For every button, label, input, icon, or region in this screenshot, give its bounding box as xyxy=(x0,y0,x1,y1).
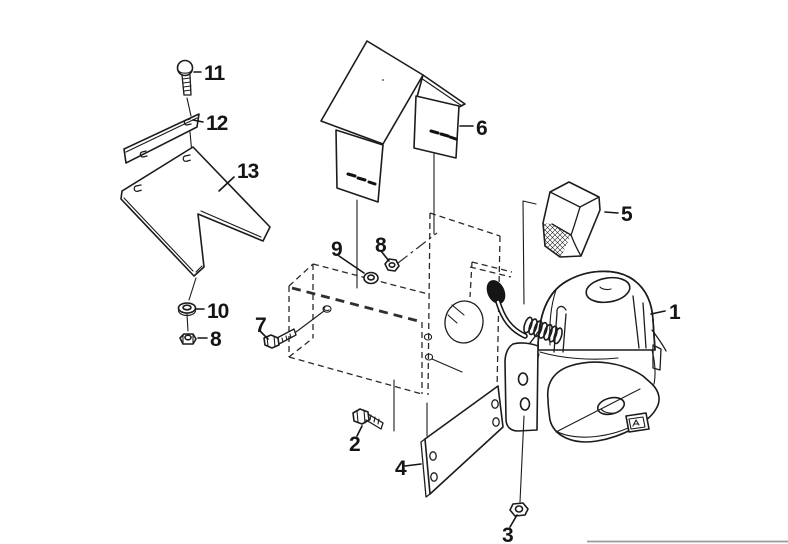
callout-leader-part-4 xyxy=(404,463,422,467)
nut-3-drawing xyxy=(509,415,529,517)
phantom-crossmember-drawing xyxy=(288,212,513,396)
washer-10-drawing xyxy=(177,302,197,332)
bracket-alignment-leaders xyxy=(356,153,435,289)
callout-part-8b: 8 xyxy=(210,328,222,351)
bolt-2-drawing xyxy=(352,408,384,430)
callout-part-5: 5 xyxy=(621,203,633,226)
roof-bracket-6-drawing xyxy=(320,40,466,203)
callout-leader-part-9 xyxy=(338,255,365,274)
callout-leader-part-2 xyxy=(356,425,363,437)
callout-part-13: 13 xyxy=(237,160,259,183)
rubber-buffer-5-drawing xyxy=(522,181,601,305)
callout-part-12: 12 xyxy=(206,112,228,135)
callout-leader-part-5 xyxy=(604,211,619,214)
washer-9-drawing xyxy=(363,271,379,285)
callout-part-9: 9 xyxy=(331,238,342,261)
callout-part-6: 6 xyxy=(476,117,487,140)
clamp-strip-12-drawing xyxy=(123,113,200,164)
callout-part-11: 11 xyxy=(204,62,226,85)
callout-part-8a: 8 xyxy=(375,234,387,257)
coupling-1-drawing xyxy=(486,270,667,443)
callout-part-3: 3 xyxy=(502,524,513,544)
callout-part-10: 10 xyxy=(207,300,229,323)
callout-part-2: 2 xyxy=(349,433,360,456)
spacer-plate-4-drawing xyxy=(393,379,504,498)
screw-11-drawing xyxy=(176,59,194,117)
callout-part-7: 7 xyxy=(255,314,266,337)
callout-part-1: 1 xyxy=(669,301,681,324)
callout-leader-part-7 xyxy=(259,330,269,340)
callout-part-4: 4 xyxy=(395,457,407,480)
callout-leader-part-13 xyxy=(218,176,235,192)
base-plate-13-drawing xyxy=(120,146,271,301)
nut-8-top-drawing xyxy=(384,258,400,272)
callout-leader-part-1 xyxy=(650,310,666,315)
nut-8-left-drawing xyxy=(179,333,197,345)
callout-leader-part-12 xyxy=(192,119,204,123)
callout-leader-part-3 xyxy=(509,514,518,528)
callout-leader-part-8a xyxy=(380,250,390,262)
